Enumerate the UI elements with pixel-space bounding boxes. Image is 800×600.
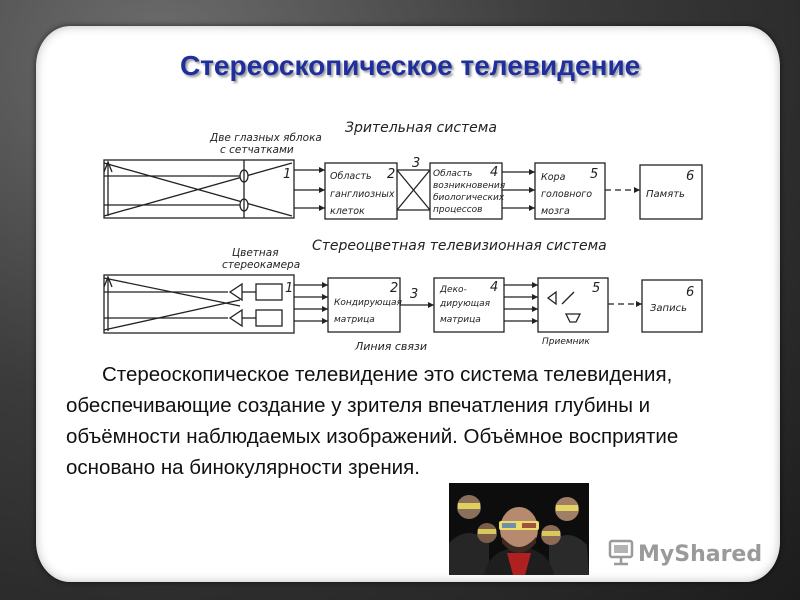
slide-screen bbox=[36, 26, 780, 582]
watermark-text: MyShared bbox=[638, 542, 762, 567]
visual-num-2: 2 bbox=[387, 167, 395, 182]
visual-num-1: 1 bbox=[283, 167, 291, 182]
receiver-label: Приемник bbox=[542, 337, 590, 347]
visual-block-6 bbox=[639, 164, 703, 220]
tv-system-label: Стереоцветная телевизионная система bbox=[312, 238, 607, 254]
visual-block-4-line2: возникновения bbox=[433, 181, 506, 191]
camera-lens-bottom bbox=[228, 308, 243, 328]
tv-num-1: 1 bbox=[285, 281, 293, 296]
receiver-projector-icon bbox=[546, 290, 557, 306]
visual-block-6-line1: Память bbox=[646, 189, 685, 200]
camera-lens-top bbox=[228, 282, 243, 302]
slide-body-text: Стереоскопическое телевидение это систем… bbox=[66, 363, 679, 479]
visual-block-5 bbox=[534, 162, 606, 220]
receiver-lens-icon bbox=[561, 291, 575, 305]
tv-block-4-line3: матрица bbox=[440, 315, 481, 325]
tv-arrow-head bbox=[103, 275, 113, 288]
visual-block-2-line3: клеток bbox=[330, 206, 365, 217]
visual-num-4: 4 bbox=[490, 165, 498, 180]
tv-block-4-line2: дирующая bbox=[439, 299, 491, 309]
tv-block-6 bbox=[641, 279, 703, 333]
tv-block-4-line1: Деко- bbox=[439, 285, 467, 295]
wire bbox=[396, 169, 431, 211]
visual-num-6: 6 bbox=[686, 169, 694, 184]
visual-num-5: 5 bbox=[590, 167, 598, 182]
tv-block-2-line2: матрица bbox=[334, 315, 375, 325]
camera-body-bottom bbox=[255, 309, 283, 327]
myshared-watermark-logo: MyShared bbox=[608, 539, 762, 567]
tv-block-2-line1: Кондирующая bbox=[334, 298, 402, 308]
visual-ray bbox=[103, 162, 293, 217]
tv-block-6-line1: Запись bbox=[650, 303, 687, 314]
visual-system-label: Зрительная система bbox=[345, 120, 497, 136]
camera-label-line1: Цветная bbox=[232, 247, 279, 259]
visual-arrow-head bbox=[103, 160, 113, 173]
receiver-screen-icon bbox=[564, 313, 582, 323]
tv-num-6: 6 bbox=[686, 285, 694, 300]
tv-num-5: 5 bbox=[592, 281, 600, 296]
visual-block-4-line1: Область bbox=[433, 169, 472, 179]
visual-block-2-line1: Область bbox=[330, 171, 372, 182]
visual-block-5-line1: Кора bbox=[541, 172, 566, 183]
visual-num-3: 3 bbox=[412, 156, 420, 171]
visual-block-4 bbox=[429, 162, 503, 220]
tv-ray bbox=[103, 299, 241, 331]
visual-block-4-line3: биологических bbox=[433, 193, 505, 203]
tv-num-3: 3 bbox=[410, 287, 418, 302]
visual-block-2-line2: ганглиозных bbox=[330, 189, 395, 200]
link-label: Линия связи bbox=[354, 340, 427, 353]
audience-3d-glasses-photo bbox=[449, 483, 589, 575]
visual-block-5-line3: мозга bbox=[541, 206, 570, 217]
tv-field-box bbox=[103, 274, 295, 334]
visual-field-box bbox=[103, 159, 295, 219]
tv-num-4: 4 bbox=[490, 280, 498, 295]
tv-block-5 bbox=[537, 277, 609, 333]
visual-block-2 bbox=[324, 162, 398, 220]
camera-label-line2: стереокамера bbox=[222, 259, 300, 271]
slide-title: Стереоскопическое телевидение bbox=[180, 50, 641, 81]
eyes-label-line1: Две глазных яблока bbox=[209, 132, 322, 144]
eyes-label-line2: с сетчатками bbox=[220, 144, 294, 156]
tv-num-2: 2 bbox=[390, 281, 398, 296]
camera-body-top bbox=[255, 283, 283, 301]
visual-block-5-line2: головного bbox=[541, 189, 592, 200]
visual-block-4-line4: процессов bbox=[433, 205, 482, 215]
